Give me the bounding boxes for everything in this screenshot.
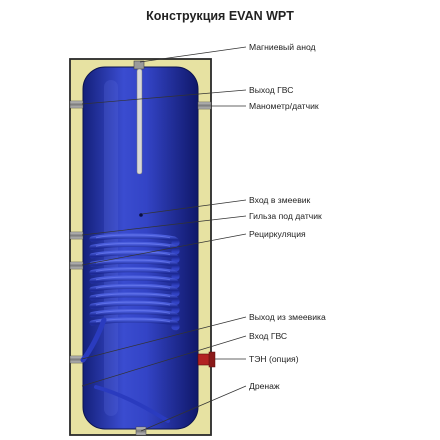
- recirculation-fitting: [70, 262, 83, 269]
- label-recirculation: Рециркуляция: [249, 229, 306, 239]
- label-heater: ТЭН (опция): [249, 354, 299, 364]
- heater-cap: [209, 352, 215, 367]
- label-manometer: Манометр/датчик: [249, 101, 319, 111]
- label-anode: Магниевый анод: [249, 42, 316, 52]
- label-cold-in: Вход ГВС: [249, 331, 287, 341]
- label-hot-out: Выход ГВС: [249, 85, 293, 95]
- manometer-fitting: [198, 102, 211, 109]
- label-sensor-sleeve: Гильза под датчик: [249, 211, 322, 221]
- label-drain: Дренаж: [249, 381, 280, 391]
- anode-rod: [137, 69, 142, 174]
- label-coil-in: Вход в змеевик: [249, 195, 311, 205]
- anode-cap: [134, 61, 144, 69]
- label-coil-out: Выход из змеевика: [249, 312, 326, 322]
- hot-water-outlet-fitting: [70, 101, 83, 108]
- coil-inlet-fitting: [70, 232, 83, 239]
